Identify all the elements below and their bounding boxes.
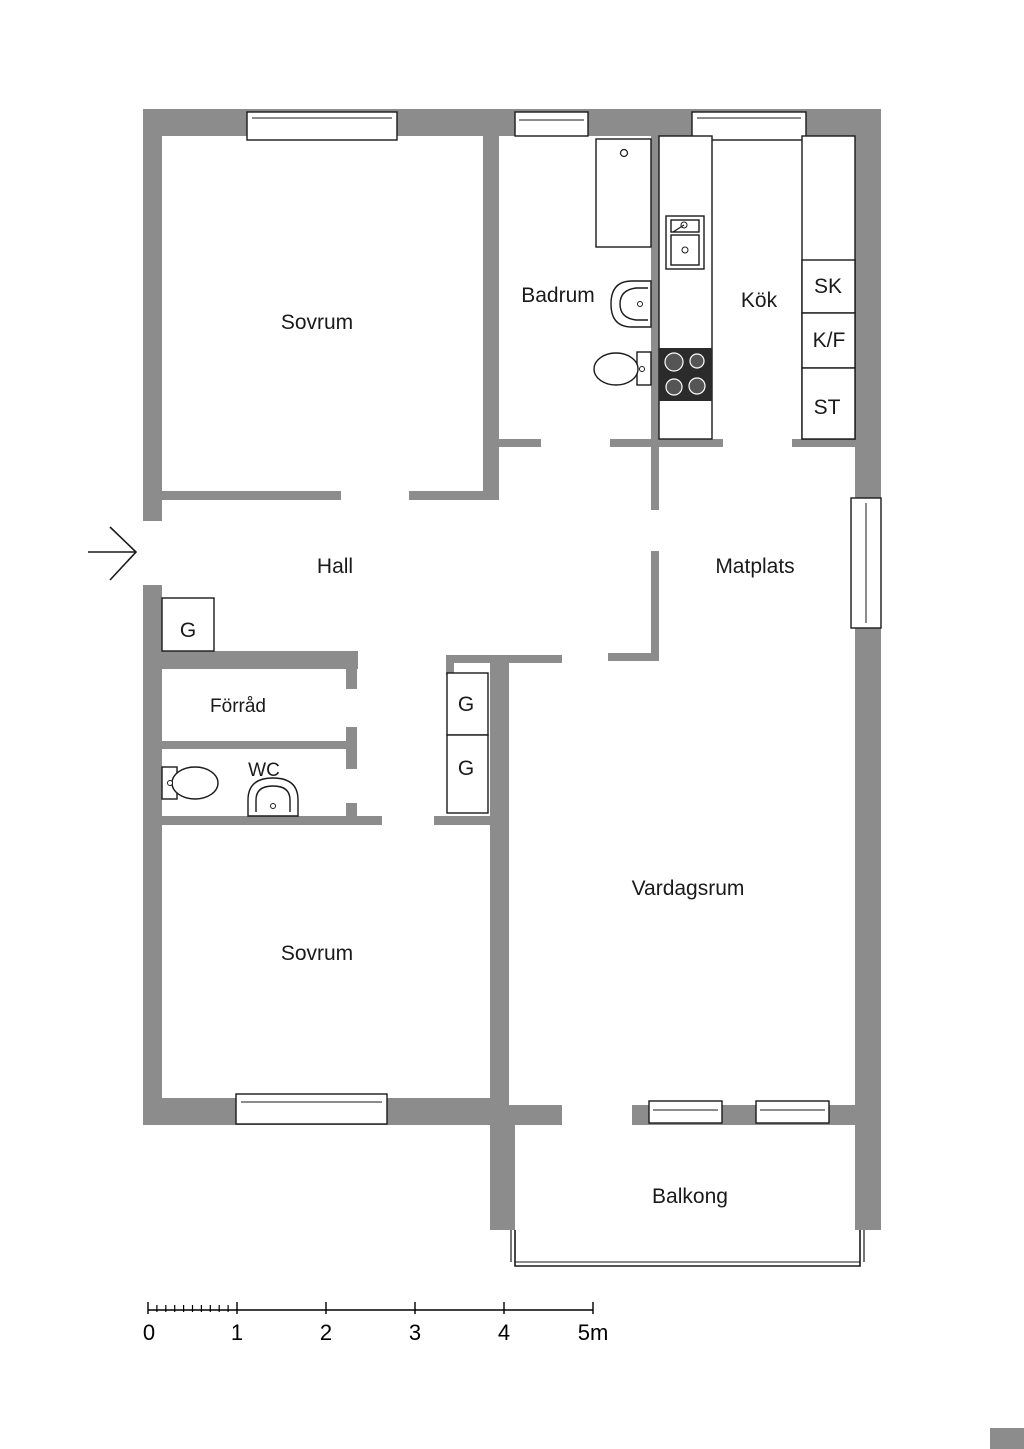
bathtub [595, 138, 652, 248]
scale-bar: 0 1 2 3 4 5m [143, 1302, 608, 1345]
room-label-bedroom-top: Sovrum [281, 311, 353, 334]
room-label-bathroom: Badrum [521, 284, 595, 307]
scale-label-2: 2 [320, 1320, 332, 1345]
closet-label-upper: G [458, 693, 474, 716]
wc-washbasin-icon [247, 777, 299, 817]
scale-label-0: 0 [143, 1320, 155, 1345]
room-label-kitchen: Kök [741, 289, 778, 312]
hall-closet [161, 597, 215, 652]
room-label-dining: Matplats [715, 555, 794, 578]
washbasin-icon [610, 280, 652, 328]
unit-label-freezer: SK [814, 275, 842, 298]
fixture-labels: G G G SK K/F ST [180, 275, 846, 780]
unit-label-fridge-freezer: K/F [813, 329, 846, 352]
room-label-storage: Förråd [210, 696, 266, 717]
scale-label-1: 1 [231, 1320, 243, 1345]
room-label-balcony: Balkong [652, 1185, 728, 1208]
closet-label-hall: G [180, 619, 196, 642]
room-label-living: Vardagsrum [632, 877, 745, 900]
toilet-icon [593, 351, 652, 386]
corner-mark [990, 1428, 1024, 1449]
stove-icon [659, 348, 712, 401]
scale-label-5: 5m [578, 1320, 609, 1345]
entrance-arrow-icon [88, 526, 138, 581]
windows [235, 111, 882, 1125]
wc-toilet-icon [161, 766, 219, 800]
room-labels: Sovrum Badrum Kök Hall Matplats Förråd W… [210, 284, 795, 1208]
room-label-bedroom-bottom: Sovrum [281, 942, 353, 965]
scale-ticks [147, 1302, 594, 1314]
room-label-hall: Hall [317, 555, 353, 578]
outer-walls [143, 109, 881, 1230]
room-label-wc: WC [248, 760, 280, 781]
closet-column [446, 672, 489, 814]
interior-walls [162, 136, 855, 1105]
kitchen-units [801, 259, 856, 440]
closet-label-lower: G [458, 757, 474, 780]
balcony [510, 1230, 865, 1267]
scale-label-3: 3 [409, 1320, 421, 1345]
scale-label-4: 4 [498, 1320, 510, 1345]
unit-label-pantry: ST [814, 396, 841, 419]
sink-icon [665, 215, 705, 270]
